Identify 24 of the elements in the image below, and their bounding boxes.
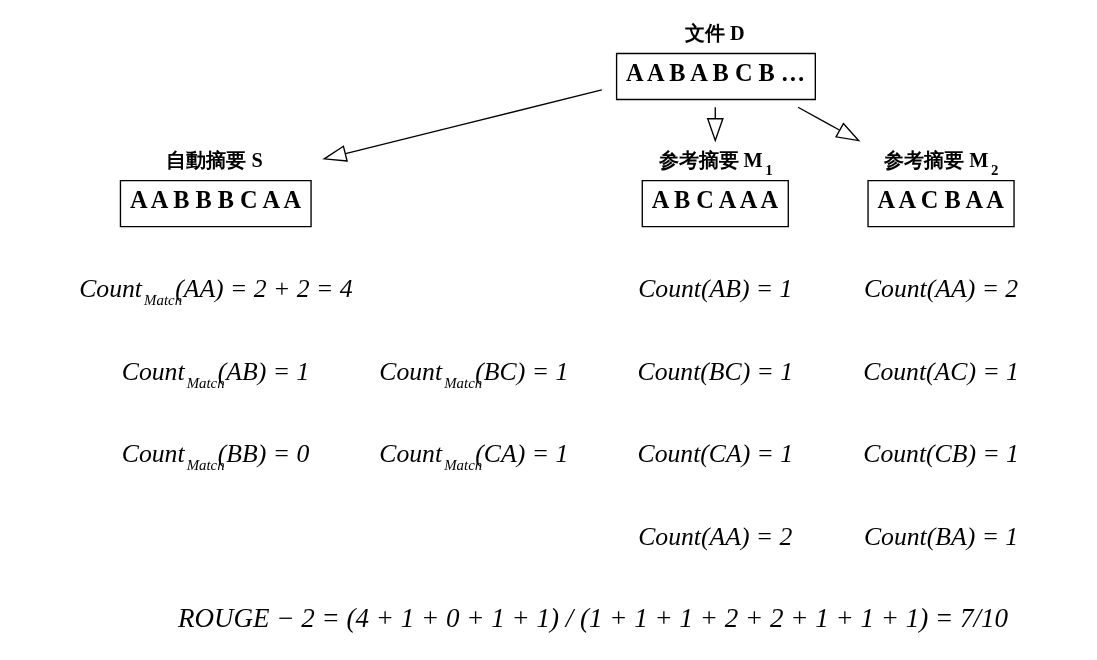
node-box: A A B A B C B … [615, 52, 816, 101]
arrow [796, 106, 860, 142]
label: Count$_{Match}$(BB) = 0 [121, 439, 309, 474]
label: Count(BC) = 1 [637, 356, 793, 386]
label: Count$_{Match}$(CA) = 1 [378, 439, 568, 474]
label: Count(AA) = 2 [637, 521, 792, 551]
label: ROUGE − 2 = (4 + 1 + 0 + 1 + 1) / (1 + 1 + 1 + 2 + 2 + 1 + 1 + 1) = 7/10 [177, 603, 1008, 634]
label: Count(BA) = 1 [863, 521, 1018, 551]
label: Count(CB) = 1 [862, 439, 1019, 469]
label: Count(AC) = 1 [862, 356, 1019, 386]
node-label: 参考摘要 M$_{2}$ [883, 149, 998, 179]
node-label: 文件 D [684, 22, 745, 45]
arrow [321, 89, 602, 162]
label: Count(AA) = 2 [863, 274, 1018, 304]
label: Count$_{Match}$(AB) = 1 [121, 356, 309, 391]
label: Count(AB) = 1 [637, 274, 792, 304]
node-box: A A B B B C A A [119, 179, 312, 228]
node-label: 自動摘要 S [165, 149, 263, 172]
label: Count$_{Match}$(BC) = 1 [378, 356, 568, 391]
node-box: A A C B A A [866, 179, 1015, 228]
node-label: 参考摘要 M$_{1}$ [658, 149, 773, 179]
node-box: A B C A A A [641, 179, 789, 228]
label: Count(CA) = 1 [637, 439, 793, 469]
label: Count$_{Match}$(AA) = 2 + 2 = 4 [78, 274, 353, 309]
